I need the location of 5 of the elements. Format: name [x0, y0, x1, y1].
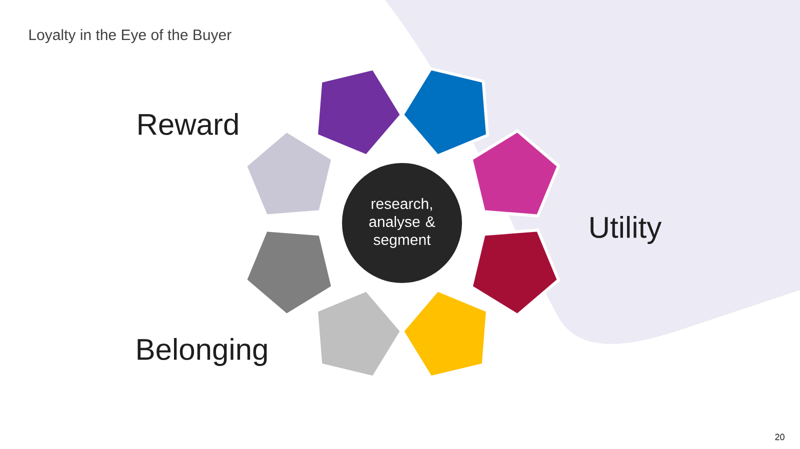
segment-label: Utility [590, 216, 662, 244]
segment-label: Belonging [138, 338, 267, 366]
title: Loyalty in the Eye of the Buyer [29, 29, 232, 44]
segment-label: Reward [138, 112, 238, 136]
page-number: 20 [775, 434, 784, 440]
